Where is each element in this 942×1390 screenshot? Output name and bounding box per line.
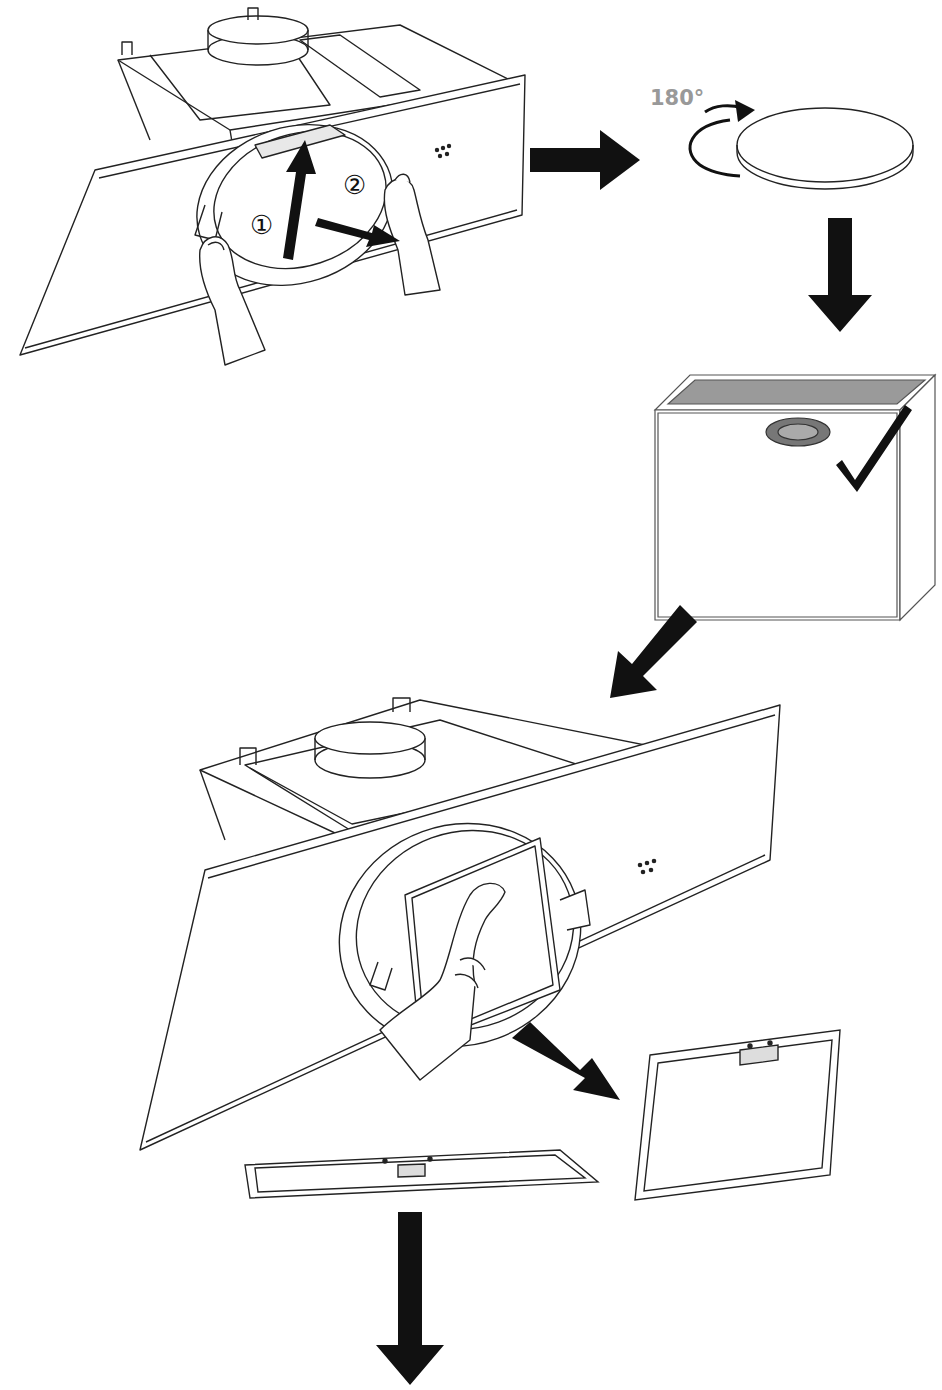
hood-opening — [308, 790, 613, 1080]
rotation-angle: 180° — [650, 88, 704, 109]
callout-number: ② — [343, 172, 366, 198]
check-mark — [836, 405, 912, 492]
step-arrow — [808, 218, 872, 332]
grease-filter — [635, 1030, 840, 1200]
hand-left — [200, 237, 265, 365]
hand-right — [384, 174, 440, 295]
step-arrow — [512, 1022, 620, 1100]
rotation-arrowhead — [735, 100, 755, 122]
motion-arrows — [283, 140, 400, 260]
rotation-arrow — [690, 106, 742, 176]
filter-disc — [737, 108, 913, 189]
hood-body-box — [655, 375, 935, 620]
hood-glass-panel — [20, 75, 525, 355]
step-arrow — [376, 1212, 444, 1385]
step-arrow — [610, 605, 697, 698]
step-arrow — [530, 130, 640, 190]
bar-filter — [245, 1150, 598, 1198]
hand — [380, 883, 505, 1080]
callout-number: ① — [250, 212, 273, 238]
